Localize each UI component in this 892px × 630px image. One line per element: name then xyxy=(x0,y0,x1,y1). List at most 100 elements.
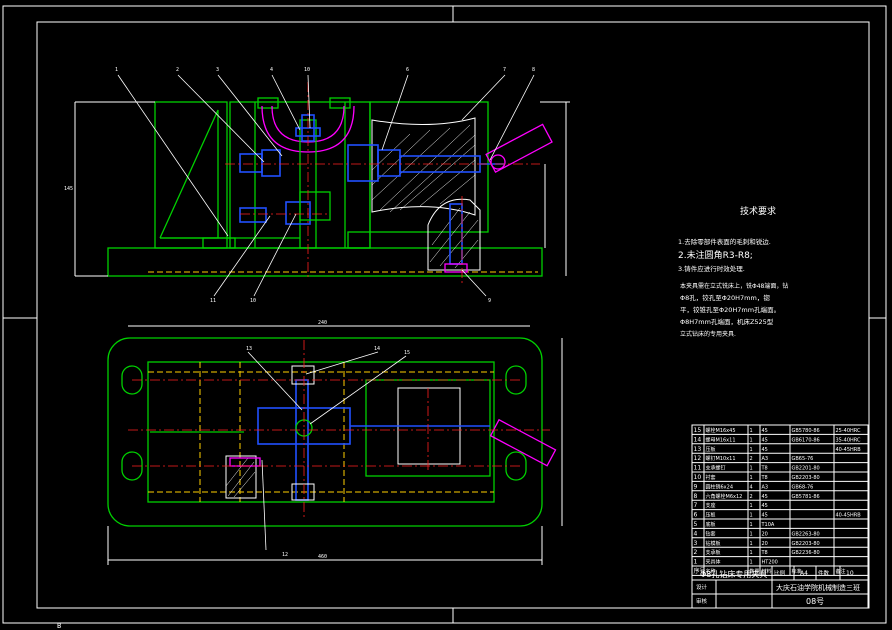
bom-cell: 1 xyxy=(750,541,753,547)
bom-header-cell: 数量 xyxy=(750,568,760,575)
bom-cell: 2 xyxy=(750,456,753,462)
callout-top-1: 1 xyxy=(115,67,118,73)
bom-cell: 45 xyxy=(762,503,768,509)
bom-header-cell: 序号 xyxy=(694,567,706,575)
front-view: 145 1 2 3 4 10 6 7 8 11 xyxy=(64,67,570,304)
bom-cell: 20 xyxy=(762,531,768,537)
svg-text:本夹具需在立式铣床上，铣Φ48端面，钻: 本夹具需在立式铣床上，铣Φ48端面，钻 xyxy=(680,282,788,290)
bom-cell: 4 xyxy=(750,484,753,490)
bom-cell: 钻套 xyxy=(706,530,716,537)
bom-cell: 1 xyxy=(750,513,753,519)
bom-cell: A3 xyxy=(762,456,769,462)
bom-cell: 螺母M16x11 xyxy=(706,436,736,443)
bom-cell: 45 xyxy=(762,428,768,434)
bom-header-cell: 材料 xyxy=(762,568,772,575)
outer-border xyxy=(2,5,887,624)
bom-cell: 45 xyxy=(762,494,768,500)
callout-top-11: 11 xyxy=(210,298,216,304)
drawing-number: 08号 xyxy=(806,597,824,606)
tech-title: 技术要求 xyxy=(740,205,776,217)
callout-top-10: 10 xyxy=(304,67,310,73)
plan-view: 240 460 xyxy=(107,320,563,565)
bom-cell: GB2263-80 xyxy=(792,531,820,537)
bom-cell: 9 xyxy=(694,483,698,490)
bom-cell: 40-45HRB xyxy=(836,447,862,453)
bom-cell: 1 xyxy=(750,550,753,556)
bom-cell: 1 xyxy=(750,503,753,509)
bom-cell: 压板 xyxy=(706,512,716,519)
svg-text:平，铰锥孔至Φ20H7mm孔端面。: 平，铰锥孔至Φ20H7mm孔端面。 xyxy=(680,305,780,314)
bom-cell: 压板 xyxy=(706,446,716,453)
bom-cell: 11 xyxy=(694,465,702,472)
tech-requirements: 技术要求 1.去除零部件表面的毛刺和锐边. 2.未注圆角R3-R8; 3.铸件应… xyxy=(678,205,788,338)
svg-text:比例: 比例 xyxy=(774,569,786,577)
bom-cell: GB5780-86 xyxy=(792,428,820,434)
callout-plan-13: 13 xyxy=(246,346,252,352)
callout-top-6: 6 xyxy=(406,67,409,73)
callout-top-9: 9 xyxy=(488,298,491,304)
svg-text:设计: 设计 xyxy=(696,583,708,591)
bom-cell: T8 xyxy=(761,466,768,472)
dim-top-width: 240 xyxy=(318,320,327,326)
bom-cell: 衬套 xyxy=(706,474,716,481)
bom-cell: GB2203-80 xyxy=(792,541,820,547)
drawing-name: Φ8孔钻床专用夹具 xyxy=(700,569,767,579)
bom-cell: 1 xyxy=(750,466,753,472)
bom-cell: 14 xyxy=(694,436,702,443)
title-block: Φ8孔钻床专用夹具 比例 A4 件数 10 设计 审核 大庆石油学院机械制造三班… xyxy=(691,565,869,609)
callout-top-2: 2 xyxy=(176,67,179,73)
bottom-left-mark: B xyxy=(57,622,61,630)
bom-cell: 4 xyxy=(694,530,698,537)
bom-cell: 1 xyxy=(750,437,753,443)
bom-cell: GB2203-80 xyxy=(792,475,820,481)
bom-cell: 6 xyxy=(694,512,698,519)
bom-cell: 1 xyxy=(750,475,753,481)
school-name: 大庆石油学院机械制造三班 xyxy=(776,583,860,592)
bom-cell: 45 xyxy=(762,437,768,443)
svg-text:2.未注圆角R3-R8;: 2.未注圆角R3-R8; xyxy=(678,249,753,261)
bom-cell: 40-45HRB xyxy=(836,513,862,519)
bom-cell: 3 xyxy=(694,540,698,547)
bom-cell: GB2236-80 xyxy=(792,550,820,556)
bom-cell: 1 xyxy=(750,447,753,453)
bom-cell: 2 xyxy=(694,549,698,556)
callout-top-4: 4 xyxy=(270,67,273,73)
svg-text:3.铸件应进行时效处理.: 3.铸件应进行时效处理. xyxy=(678,264,745,273)
bom-cell: 1 xyxy=(750,428,753,434)
bom-cell: GB68-76 xyxy=(792,484,814,490)
callout-plan-12: 12 xyxy=(282,552,288,558)
bom-cell: 1 xyxy=(750,560,753,566)
bom-cell: 10 xyxy=(694,474,702,481)
bom-cell: 支承螺钉 xyxy=(706,465,726,472)
bom-cell: 底板 xyxy=(706,521,716,528)
svg-text:立式钻床的专用夹具.: 立式钻床的专用夹具. xyxy=(680,330,736,338)
bom-cell: 15 xyxy=(694,427,702,434)
bom-cell: 1 xyxy=(750,522,753,528)
bom-cell: GB5781-86 xyxy=(792,494,820,500)
bom-header-cell: 标准 xyxy=(792,568,802,575)
callout-top-8: 8 xyxy=(532,67,535,73)
bom-cell: 1 xyxy=(750,531,753,537)
bom-cell: 螺钉M10x11 xyxy=(706,455,736,462)
bom-cell: 六角螺栓M6x12 xyxy=(706,493,743,500)
bom-cell: GB2201-80 xyxy=(792,466,820,472)
bom-cell: 支承板 xyxy=(706,549,721,556)
bom-cell: 1 xyxy=(694,559,698,566)
bom-cell: HT200 xyxy=(762,560,778,566)
bom-cell: 45 xyxy=(762,513,768,519)
svg-text:1.去除零部件表面的毛刺和锐边.: 1.去除零部件表面的毛刺和锐边. xyxy=(678,237,771,246)
svg-text:A4: A4 xyxy=(800,570,808,577)
bom-cell: 35-40HRC xyxy=(836,437,862,443)
bom-cell: 7 xyxy=(694,502,698,509)
inner-border xyxy=(36,21,870,609)
callout-top-7: 7 xyxy=(503,67,506,73)
bom-cell: 45 xyxy=(762,447,768,453)
callout-top-10b: 10 xyxy=(250,298,256,304)
bom-cell: A3 xyxy=(762,484,769,490)
callout-plan-15: 15 xyxy=(404,350,410,356)
bom-cell: 13 xyxy=(694,446,702,453)
bom-cell: T8 xyxy=(761,475,768,481)
bom-cell: T8 xyxy=(761,550,768,556)
